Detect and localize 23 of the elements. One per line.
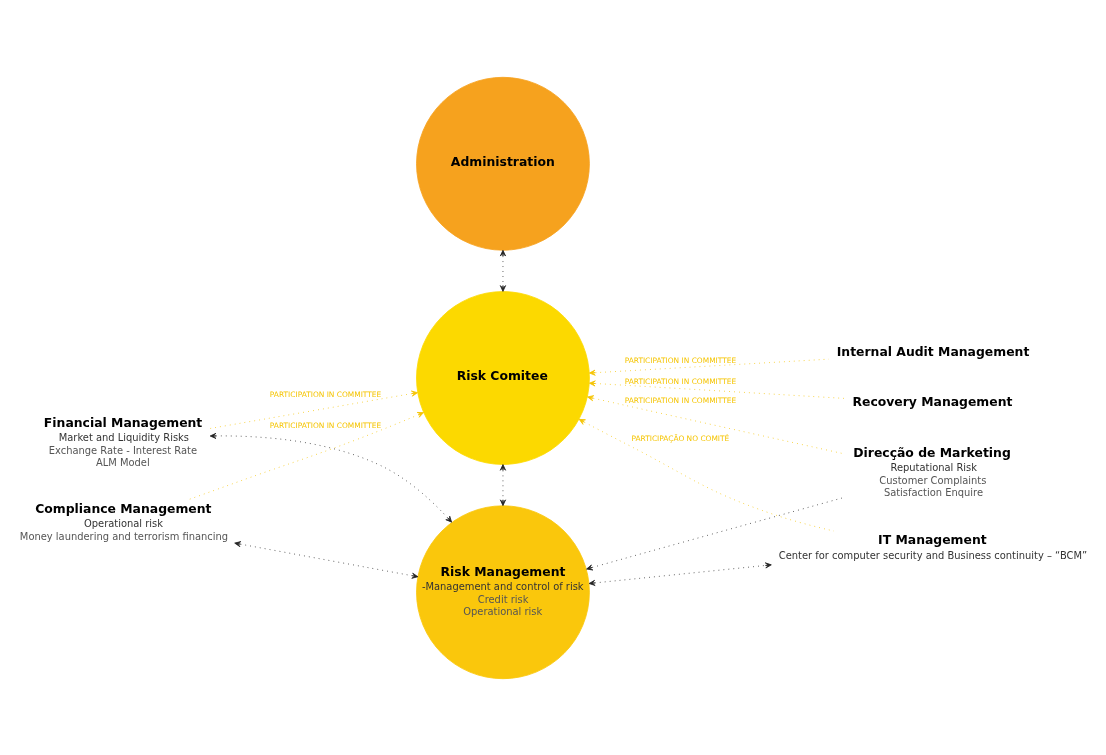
edge-label: PARTICIPATION IN COMMITTEE — [624, 395, 737, 405]
arrow — [588, 561, 772, 586]
arrow — [578, 418, 835, 531]
edge-label: PARTICIPATION IN COMMITTEE — [624, 376, 737, 386]
node-text: IT Management Center for computer security and Business continuity – “BCM” — [778, 531, 1088, 561]
edge-label: PARTICIPATION IN COMMITTEE — [269, 389, 382, 399]
arrow — [209, 390, 418, 429]
node-text: Direcção de Marketing Reputational Risk Customer Complaints Satisfaction Enquire — [853, 444, 1011, 498]
node-text: Financial Management Market and Liquidity Risks Exchange Rate - Interest Rate ALM Model — [43, 414, 203, 468]
node-circle: Risk Management -Management and control of risk Credit risk Operational risk — [416, 504, 590, 679]
edge-label: PARTICIPATION IN COMMITTEE — [624, 355, 737, 365]
arrow — [189, 411, 424, 500]
node-text: Internal Audit Management — [836, 343, 1030, 359]
edge-label: PARTICIPAÇÃO NO COMITÉ — [631, 433, 730, 443]
node-text: Recovery Management — [852, 393, 1013, 409]
arrow — [499, 463, 506, 506]
node-circle: Administration — [416, 76, 590, 251]
arrow — [499, 249, 506, 292]
arrow — [209, 432, 453, 523]
node-text: Compliance Management Operational risk Money laundering and terrorism financing — [19, 500, 229, 542]
arrow — [234, 540, 419, 579]
arrow — [588, 379, 845, 399]
edge-label: PARTICIPATION IN COMMITTEE — [269, 420, 382, 430]
